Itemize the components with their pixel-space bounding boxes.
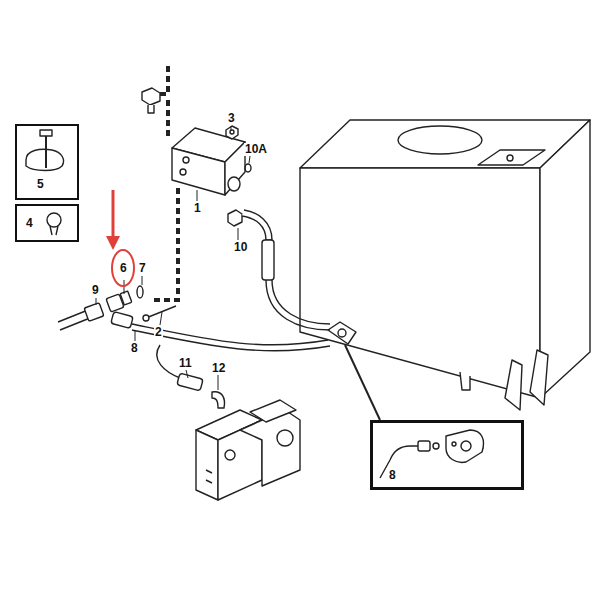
callout-number: 8 — [130, 342, 139, 355]
port-hole — [338, 329, 346, 337]
hose-end — [177, 373, 203, 391]
callout-box: 4 — [15, 204, 79, 242]
leader-line — [124, 280, 125, 294]
leader-line — [142, 276, 143, 285]
highlight-arrow — [112, 190, 115, 238]
tank-plug — [507, 155, 513, 161]
fitting — [84, 303, 104, 322]
bolt-head — [143, 315, 149, 321]
pilot-line — [166, 100, 170, 140]
hose-end — [111, 312, 133, 329]
callout-number: 2 — [154, 326, 163, 339]
leader-line — [186, 370, 188, 378]
callout-number: 4 — [26, 217, 33, 230]
hose — [132, 324, 330, 351]
cap-icon-stem — [50, 226, 58, 235]
leader-line — [231, 126, 232, 131]
elbow-fitting — [212, 392, 225, 408]
hose-sleeve — [262, 240, 274, 280]
washer — [137, 286, 143, 298]
callout-box: 8 — [370, 420, 524, 490]
pump-flange — [250, 400, 296, 422]
highlight-arrowhead — [106, 236, 120, 250]
pilot-line — [152, 188, 178, 300]
leader-line — [160, 312, 162, 325]
callout-number: 6 — [119, 262, 128, 275]
leader-line — [238, 228, 239, 240]
top-fitting — [142, 88, 160, 105]
valve-port — [183, 157, 189, 163]
callout-number: 10A — [244, 143, 268, 156]
callout-box: 5 — [15, 124, 79, 200]
valve-side — [225, 142, 245, 195]
tank-port — [328, 322, 356, 344]
inset-hose — [380, 446, 420, 478]
leader-line — [197, 190, 198, 201]
adapter-hex — [120, 291, 132, 305]
inset-flange — [446, 430, 484, 462]
callout-number: 11 — [178, 357, 193, 370]
tank-cap — [398, 126, 482, 154]
callout-number: 1 — [193, 202, 202, 215]
leader-line — [218, 375, 219, 390]
nut — [226, 126, 238, 139]
inset-leader — [345, 345, 380, 420]
leader-line — [135, 330, 136, 341]
tank-bracket — [505, 350, 548, 410]
clip-icon — [26, 149, 64, 170]
top-fitting-stem — [148, 105, 154, 113]
callout-number: 12 — [211, 362, 226, 375]
highlight-circle — [112, 250, 134, 286]
inset-washer — [433, 443, 439, 449]
cap-icon — [47, 213, 61, 227]
pump-left — [196, 430, 218, 500]
callout-number: 3 — [227, 112, 236, 125]
callout-number: 5 — [37, 178, 44, 191]
inset-fitting — [418, 441, 430, 451]
callout-number: 8 — [389, 469, 396, 482]
callout-number: 9 — [91, 284, 100, 297]
leader-line — [249, 156, 250, 163]
hose — [266, 280, 330, 330]
callout-number: 10 — [233, 241, 248, 254]
pump-body — [240, 410, 300, 486]
pump-detail — [206, 470, 212, 483]
fitting — [228, 210, 242, 226]
inset-flange-hole — [452, 442, 456, 446]
valve-front — [172, 148, 225, 195]
tank-foot — [460, 372, 470, 390]
pilot-line — [160, 62, 168, 94]
inset-flange-hole — [461, 441, 471, 451]
valve-cap — [228, 177, 240, 191]
pump-port — [277, 430, 293, 446]
pump-bolt — [225, 450, 235, 460]
hose-elbow — [242, 210, 272, 240]
callout-number: 7 — [138, 262, 147, 275]
clip-bolt-head — [40, 130, 52, 136]
tank-plate — [478, 150, 545, 165]
o-ring — [245, 164, 251, 172]
clip-bolt — [45, 132, 47, 168]
leader-line — [96, 298, 97, 305]
hose — [157, 345, 180, 378]
valve-port — [180, 169, 186, 175]
tank-front — [300, 168, 540, 398]
